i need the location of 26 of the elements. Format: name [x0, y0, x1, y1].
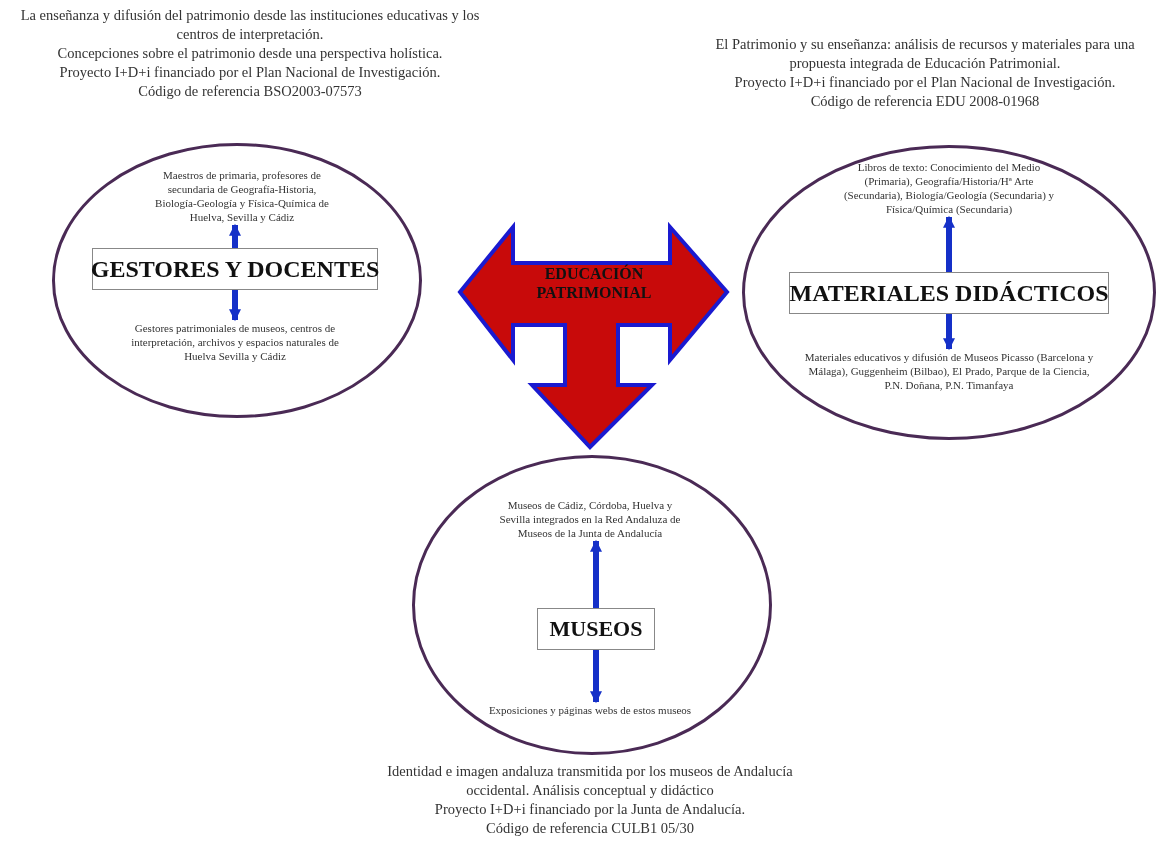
project-description: Proyecto I+D+i financiado por la Junta de Andalucía.: [433, 800, 747, 819]
category-title-box: GESTORES Y DOCENTES: [92, 248, 378, 290]
arrow: [590, 539, 602, 608]
center-label: EDUCACIÓN PATRIMONIAL: [535, 264, 653, 302]
project-description: Código de referencia CULB1 05/30: [485, 819, 695, 838]
project-description: Identidad e imagen andaluza transmitida por los museos de Andalucía occidental. Análisis conceptual y didáctico: [386, 762, 794, 800]
arrow: [943, 314, 955, 351]
project-description: Código de referencia EDU 2008-01968: [809, 92, 1041, 111]
project-description: Código de referencia BSO2003-07573: [137, 82, 363, 101]
arrow: [943, 215, 955, 272]
description-text: Maestros de primaria, profesores de secundaria de Geografía-Historia, Biología-Geología y Física-Química de Huelva, Sevilla y Cádiz: [154, 168, 330, 224]
arrow: [229, 223, 241, 248]
project-description: El Patrimonio y su enseñanza: análisis de recursos y materiales para una propuesta integrada de Educación Patrimonial.: [714, 35, 1136, 73]
category-title-box: MUSEOS: [537, 608, 655, 650]
arrow: [229, 290, 241, 322]
description-text: Exposiciones y páginas webs de estos museos: [488, 703, 692, 717]
project-description: Proyecto I+D+i financiado por el Plan Nacional de Investigación.: [733, 73, 1117, 92]
project-description: Proyecto I+D+i financiado por el Plan Nacional de Investigación.: [58, 63, 442, 82]
arrow: [590, 650, 602, 704]
project-description: La enseñanza y difusión del patrimonio desde las instituciones educativas y los centros de interpretación.: [19, 6, 481, 44]
description-text: Museos de Cádiz, Córdoba, Huelva y Sevilla integrados en la Red Andaluza de Museos de la Junta de Andalucía: [498, 498, 682, 540]
description-text: Gestores patrimoniales de museos, centros de interpretación, archivos y espacios naturales de Huelva Sevilla y Cádiz: [130, 321, 340, 363]
description-text: Libros de texto: Conocimiento del Medio (Primaria), Geografía/Historia/Hª Arte (Secundaria), Biología/Geología (Secundaria) y Física/Química (Secundaria): [842, 160, 1056, 216]
category-title-box: MATERIALES DIDÁCTICOS: [789, 272, 1109, 314]
project-description: Concepciones sobre el patrimonio desde una perspectiva holística.: [56, 44, 444, 63]
description-text: Materiales educativos y difusión de Museos Picasso (Barcelona y Málaga), Guggenheim (Bilbao), El Prado, Parque de la Ciencia, P.N. Doñana, P.N. Timanfaya: [804, 350, 1094, 392]
